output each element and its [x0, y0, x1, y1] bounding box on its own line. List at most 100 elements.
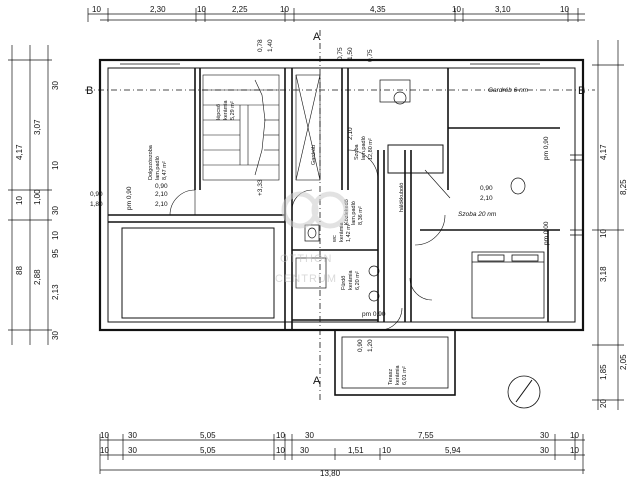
- left-dim-c3: 30: [51, 206, 60, 215]
- right-dimension-lines: [592, 40, 624, 410]
- bottom2-dim-2: 30: [128, 446, 137, 455]
- room-furdo-name: Fürdő: [341, 276, 347, 290]
- bottom-dimension-lines: [99, 434, 585, 474]
- left-dimension-lines: [8, 45, 52, 345]
- room-dolgozo: Dolgozószoba lam.padló 8,47 m²: [148, 144, 168, 180]
- room-wc-floor: kerámia: [339, 221, 345, 242]
- room-szoba-mid-area: 12,80 m²: [368, 138, 374, 160]
- bottom2-dim-5: 30: [300, 446, 309, 455]
- left-dim-a1: 4,17: [15, 144, 24, 160]
- top-dim-1: 10: [92, 5, 101, 14]
- room-furdo-area: 6,20 m²: [355, 271, 361, 290]
- right-dim-5: 1,85: [599, 364, 608, 380]
- bottom2-dim-10: 10: [570, 446, 579, 455]
- left-dim-a3: 88: [15, 266, 24, 275]
- watermark: OTTHON CENTRUM: [275, 191, 349, 285]
- room-gardrob: Gardrób 6 nm: [488, 87, 529, 94]
- right-dim-6: 2,05: [619, 354, 628, 370]
- right-dim-7: 20: [599, 399, 608, 408]
- top-dim-3: 10: [197, 5, 206, 14]
- top-dim-2: 2,30: [150, 5, 166, 14]
- room-szoba-mid-name: Szoba: [354, 143, 360, 160]
- left-dim-c5: 95: [51, 249, 60, 258]
- right-dim-1: 4,17: [599, 144, 608, 160]
- room-dolgozo-floor: lam.padló: [155, 156, 161, 180]
- opening-1: 0,90: [90, 191, 103, 198]
- top-dimension-labels: 10 2,30 10 2,25 10 4,35 10 3,10 10: [92, 5, 569, 14]
- room-terasz-name: Terasz: [388, 369, 394, 385]
- opening-6: pm 0,90: [126, 186, 133, 210]
- bottom2-dim-6: 1,51: [348, 446, 364, 455]
- top-dim-5: 10: [280, 5, 289, 14]
- section-label-b-left: B: [86, 85, 93, 97]
- room-terasz-floor: kerámia: [395, 364, 401, 385]
- bottom-dimension-labels: 10 30 5,05 10 30 7,55 30 10 10 30 5,05 1…: [100, 431, 579, 478]
- room-szoba-mid-floor: lam.padló: [361, 136, 367, 160]
- left-dim-c2: 10: [51, 161, 60, 170]
- room-lepcso-floor: kerámia: [223, 99, 229, 120]
- bottom2-dim-4: 10: [276, 446, 285, 455]
- left-dim-b3: 2,88: [33, 269, 42, 285]
- opening-17: 1,50: [347, 47, 354, 60]
- opening-5: 2,10: [155, 201, 168, 208]
- window-marks: [120, 59, 583, 236]
- bottom1-dim-4: 10: [276, 431, 285, 440]
- bottom1-dim-6: 7,55: [418, 431, 434, 440]
- opening-labels: 0,90 2,10 1,80 0,90 2,10 pm 0,90 pm 0,90…: [90, 39, 550, 352]
- bottom2-dim-9: 30: [540, 446, 549, 455]
- room-lepcso-area: 5,29 m²: [230, 101, 236, 120]
- opening-18: +3,33: [257, 179, 264, 196]
- terrace: [334, 329, 456, 396]
- room-terasz: Terasz kerámia 6,01 m²: [388, 364, 408, 385]
- bottom1-dim-1: 10: [100, 431, 109, 440]
- left-dim-c1: 30: [51, 81, 60, 90]
- left-dim-b1: 3,07: [33, 119, 42, 135]
- opening-13: 1,20: [367, 339, 374, 352]
- section-label-a-top: A: [313, 31, 321, 43]
- bottom2-dim-3: 5,05: [200, 446, 216, 455]
- opening-9: 2,10: [480, 195, 493, 202]
- opening-7: pm 0,90: [362, 311, 386, 318]
- room-furdo-floor: kerámia: [348, 269, 354, 290]
- bottom-total: 13,80: [320, 469, 341, 478]
- opening-19: pm 0,90: [543, 136, 550, 160]
- north-arrow-icon: [507, 375, 541, 409]
- bathroom-fixtures: [295, 79, 526, 302]
- room-szoba20: Szoba 20 nm: [458, 211, 497, 218]
- watermark-line-1: OTTHON: [280, 253, 332, 265]
- top-dimension-line: [87, 8, 585, 22]
- staircase: [202, 74, 280, 181]
- right-dim-3: 10: [599, 229, 608, 238]
- opening-15: 1,40: [267, 39, 274, 52]
- room-ketto: hálókkuboló: [399, 183, 405, 212]
- opening-4: 0,90: [155, 183, 168, 190]
- bottom1-dim-5: 30: [305, 431, 314, 440]
- room-wc: wc kerámia 1,42 m²: [332, 221, 352, 243]
- room-terasz-area: 6,01 m²: [402, 366, 408, 385]
- room-dolgozo-area: 8,47 m²: [162, 161, 168, 180]
- opening-10: 0,75: [367, 49, 374, 62]
- room-lepcso: lépcső kerámia 5,29 m²: [216, 99, 236, 120]
- opening-12: 0,90: [357, 339, 364, 352]
- opening-8: 0,90: [480, 185, 493, 192]
- opening-3: 1,80: [90, 201, 103, 208]
- bottom1-dim-8: 10: [570, 431, 579, 440]
- left-dim-b2: 1,00: [33, 189, 42, 205]
- left-dimension-labels: 4,17 10 88 3,07 1,00 2,88 30 10 30 10 95…: [15, 81, 60, 340]
- left-dim-c6: 2,13: [51, 284, 60, 300]
- bottom1-dim-3: 5,05: [200, 431, 216, 440]
- room-gardrob-small: Gardrób: [311, 145, 317, 165]
- room-dolgozo-name: Dolgozószoba: [148, 144, 154, 180]
- right-dim-4: 3,18: [599, 266, 608, 282]
- right-dimension-labels: 4,17 8,25 10 3,18 1,85 2,05 20: [599, 144, 628, 408]
- top-dim-7: 10: [452, 5, 461, 14]
- left-dim-c4: 10: [51, 231, 60, 240]
- top-dim-9: 10: [560, 5, 569, 14]
- section-lines: [85, 30, 595, 400]
- room-labels: Dolgozószoba lam.padló 8,47 m² lépcső ke…: [148, 87, 529, 385]
- section-label-a-bottom: A: [313, 375, 321, 387]
- opening-16: 0,75: [337, 47, 344, 60]
- room-kozlekedo-area: 8,36 m²: [358, 206, 364, 225]
- doors: [169, 149, 451, 331]
